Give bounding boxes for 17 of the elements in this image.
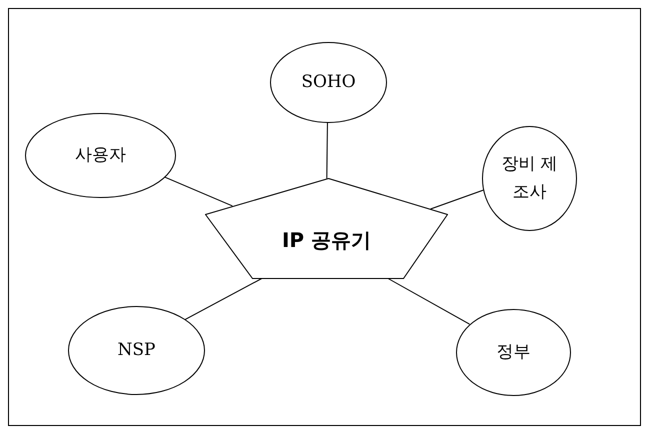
pentagon-node (205, 178, 448, 279)
node-label: 장비 제조사 (500, 153, 559, 204)
connector-line (184, 278, 264, 320)
ellipse-node (270, 42, 387, 123)
ellipse-node (482, 126, 577, 231)
node-label: IP 공유기 (282, 226, 372, 254)
connector-line (430, 190, 484, 210)
connector-line (386, 278, 470, 325)
connector-line (164, 176, 233, 206)
node-label: NSP (116, 338, 156, 362)
ellipse-node (456, 309, 571, 396)
connector-line (326, 122, 328, 179)
ellipse-node (68, 306, 205, 395)
ellipse-node (25, 113, 176, 198)
node-label: 정부 (496, 340, 532, 364)
node-label: 사용자 (74, 144, 127, 167)
node-label: SOHO (300, 70, 357, 94)
